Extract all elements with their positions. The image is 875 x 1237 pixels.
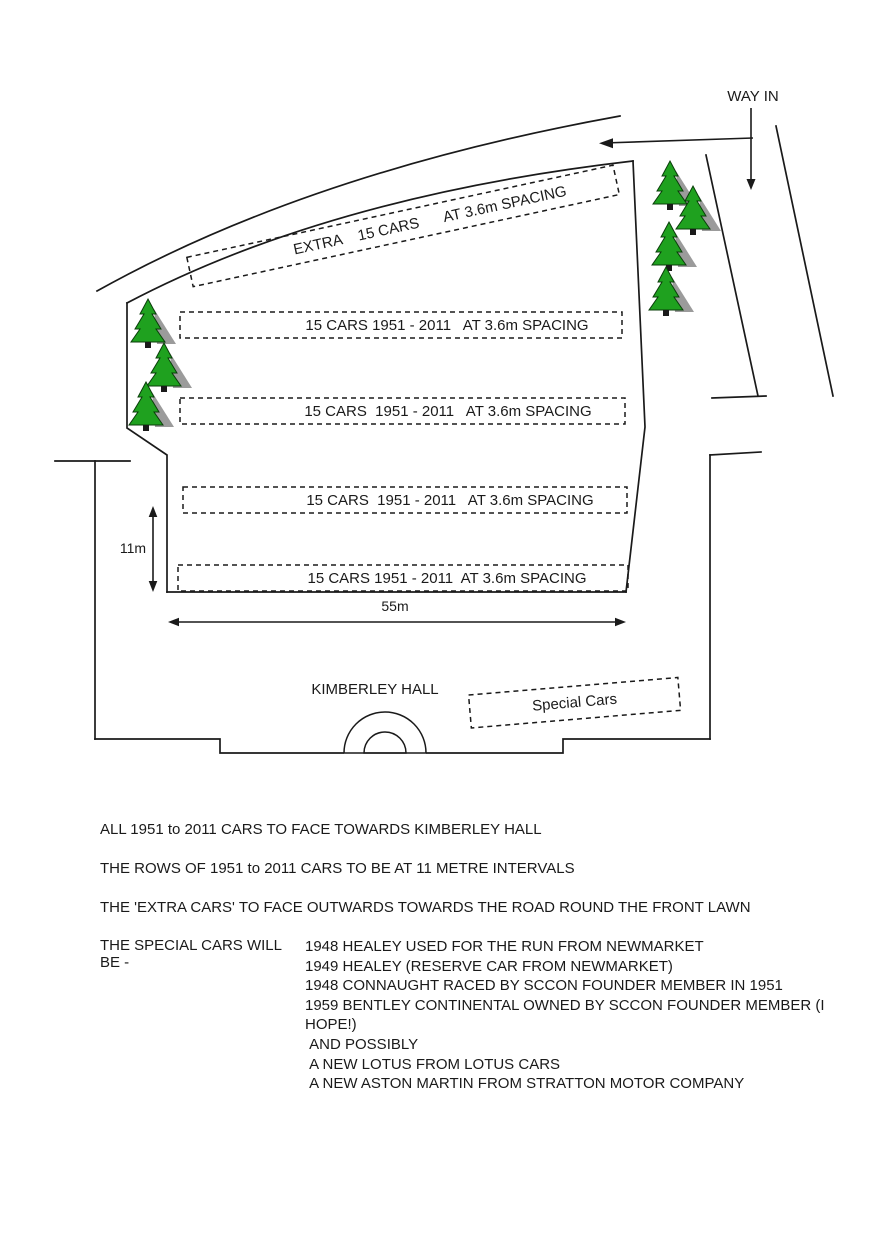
special-car-item: 1948 HEALEY USED FOR THE RUN FROM NEWMAR… [305,938,704,955]
special-car-item: 1959 BENTLEY CONTINENTAL OWNED BY SCCON … [305,996,829,1034]
car-row-label: 15 CARS 1951 - 2011 AT 3.6m SPACING [307,570,586,587]
special-cars-heading: THE SPECIAL CARS WILL BE - [100,937,286,971]
dim-11m-label: 11m [120,540,146,556]
right-road-line-outer [774,124,835,398]
way-in-arrow-down-head [746,179,756,190]
special-cars-box [467,676,682,729]
car-row-box [182,486,628,514]
extra-row-extra-label: EXTRA [292,231,344,258]
car-row-2: 15 CARS 1951 - 2011 AT 3.6m SPACING [179,397,626,425]
car-row-box [177,564,629,592]
lawn-top-curve [125,160,634,305]
hall-porch-outer-arc [343,711,427,754]
right-road-line-inner [704,153,760,398]
dim-55m-label: 55m [381,598,408,614]
car-row-box [179,311,623,339]
note-extra-cars: THE 'EXTRA CARS' TO FACE OUTWARDS TOWARD… [100,899,751,916]
car-row-label: 15 CARS 1951 - 2011 AT 3.6m SPACING [306,492,593,509]
road-junction-stub [711,395,767,399]
lawn-right-edge [625,160,646,593]
hall-label: KIMBERLEY HALL [311,681,438,698]
car-row-label: 15 CARS 1951 - 2011 AT 3.6m SPACING [304,403,591,420]
tree-icon [130,298,177,349]
special-cars-notes: THE SPECIAL CARS WILL BE - 1948 HEALEY U… [100,937,875,1094]
special-car-item: A NEW ASTON MARTIN FROM STRATTON MOTOR C… [305,1075,745,1093]
dim-55m-head-left [168,617,179,627]
dim-55m-head-right [615,617,626,627]
special-cars-label: Special Cars [532,691,618,715]
special-car-item: 1949 HEALEY (RESERVE CAR FROM NEWMARKET) [305,957,673,975]
car-row-label: 15 CARS 1951 - 2011 AT 3.6m SPACING [305,317,588,334]
lawn-left-edge [126,302,168,593]
note-row-intervals: THE ROWS OF 1951 to 2011 CARS TO BE AT 1… [100,860,575,877]
tree-icon [146,342,193,393]
car-row-box [179,397,626,425]
special-cars-list: 1948 HEALEY USED FOR THE RUN FROM NEWMAR… [305,937,875,1094]
tree-icon [648,266,695,317]
dim-11m-head-down [148,581,158,592]
special-car-item: A NEW LOTUS FROM LOTUS CARS [305,1055,561,1073]
car-row-3: 15 CARS 1951 - 2011 AT 3.6m SPACING [182,486,628,514]
grounds-wall-stub [709,451,762,456]
dim-11m-head-up [148,506,158,517]
special-cars-area: Special Cars [467,676,682,729]
car-row-1: 15 CARS 1951 - 2011 AT 3.6m SPACING [179,311,623,339]
hall-outline-left [94,738,344,754]
special-car-item: 1948 CONNAUGHT RACED BY SCCON FOUNDER ME… [305,977,783,995]
note-face-towards-hall: ALL 1951 to 2011 CARS TO FACE TOWARDS KI… [100,821,542,838]
extra-car-row: EXTRA 15 CARS AT 3.6m SPACING [185,164,621,288]
outer-road-curve [95,115,621,293]
site-plan: WAY IN EXTRA 15 CARS AT 3.6m SPACING 15 … [54,88,835,754]
hall-outline-right [426,738,711,754]
car-row-4: 15 CARS 1951 - 2011 AT 3.6m SPACING [177,564,629,592]
way-in-arrow-left-line [603,137,754,144]
way-in-arrow-left-head [599,138,613,149]
special-car-item: AND POSSIBLY [305,1035,419,1053]
way-in-label: WAY IN [727,88,778,105]
hall-porch-inner-arc [363,731,407,754]
tree-icon [128,381,175,432]
